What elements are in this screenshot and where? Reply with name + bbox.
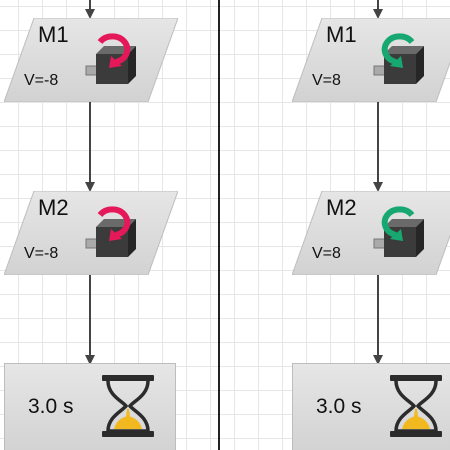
motor-block-m1[interactable]: M1 V=8 [292,18,450,102]
motor-icon [373,206,424,257]
motor-name: M1 [38,22,69,47]
wait-block[interactable]: 3.0 s [4,363,176,450]
connector [377,102,379,183]
block-shape [4,191,178,275]
connector-top [377,0,379,10]
motor-value: V=8 [312,245,341,262]
arrowhead [373,355,383,365]
motor-value: V=8 [312,72,341,89]
arrowhead [85,355,95,365]
motor-icon [85,206,136,257]
rotation-arrow-icon [381,33,415,65]
connector-top [89,0,91,10]
motor-value: V=-8 [24,245,59,262]
motor-value: V=-8 [24,72,59,89]
block-shape [4,18,178,102]
motor-block-m1[interactable]: M1 V=-8 [4,18,178,102]
motor-name: M2 [38,195,69,220]
connector [89,275,91,356]
wait-block[interactable]: 3.0 s [292,363,450,450]
hourglass-icon [102,375,154,437]
arrowhead [373,182,383,192]
rotation-arrow-icon [381,206,415,238]
arrowhead [373,9,383,19]
column-divider [218,0,220,450]
rotation-arrow-icon [97,206,131,238]
arrowhead [85,182,95,192]
motor-block-m2[interactable]: M2 V=8 [292,191,450,275]
hourglass-icon [390,375,442,437]
arrowhead [85,9,95,19]
motor-name: M1 [326,22,357,47]
connector [377,275,379,356]
motor-icon [373,33,424,84]
motor-block-m2[interactable]: M2 V=-8 [4,191,178,275]
motor-name: M2 [326,195,357,220]
motor-icon [85,33,136,84]
connector [89,102,91,183]
wait-duration: 3.0 s [28,395,74,418]
rotation-arrow-icon [97,33,131,65]
wait-duration: 3.0 s [316,395,362,418]
